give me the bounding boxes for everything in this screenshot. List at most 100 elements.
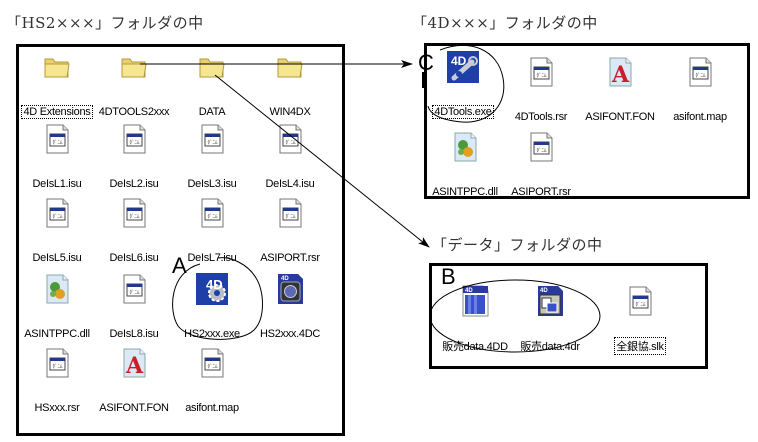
file-label: DeIsL5.isu	[32, 252, 82, 264]
file-label: HS2xxx.exe	[184, 328, 240, 340]
file-item[interactable]: ﾀﾞﾆﾑ ASIPORT.rsr	[496, 130, 586, 200]
4d-structure-icon: 4D	[273, 272, 307, 306]
document-icon: ﾀﾞﾆﾑ	[40, 122, 74, 156]
file-item[interactable]: ﾀﾞﾆﾑ asifont.map	[167, 346, 257, 416]
heading-data-folder: 「データ」フォルダの中	[432, 236, 603, 254]
file-item[interactable]: ﾀﾞﾆﾑ DeIsL6.isu	[89, 196, 179, 266]
font-icon: A	[603, 55, 637, 89]
file-label: 4DTOOLS2xxx	[98, 106, 170, 118]
file-item[interactable]: ﾀﾞﾆﾑ asifont.map	[655, 55, 745, 125]
4d-app-icon: 4D	[195, 272, 229, 306]
file-item[interactable]: DATA	[167, 50, 257, 120]
svg-text:ﾀﾞﾆﾑ: ﾀﾞﾆﾑ	[536, 72, 547, 79]
4d-tools-icon: 4D	[446, 50, 480, 84]
file-label: 販売data.4dr	[520, 341, 580, 353]
4d-data-icon: 4D	[458, 284, 492, 318]
file-label: DeIsL2.isu	[109, 178, 159, 190]
file-item[interactable]: ﾀﾞﾆﾑ DeIsL4.isu	[245, 122, 335, 192]
file-item[interactable]: ﾀﾞﾆﾑ HSxxx.rsr	[12, 346, 102, 416]
file-item[interactable]: 4D HS2xxx.4DC	[245, 272, 335, 342]
svg-text:ﾀﾞﾆﾑ: ﾀﾞﾆﾑ	[52, 213, 63, 220]
file-label: WIN4DX	[269, 106, 311, 118]
file-item[interactable]: ﾀﾞﾆﾑ DeIsL2.isu	[89, 122, 179, 192]
document-icon: ﾀﾞﾆﾑ	[195, 122, 229, 156]
file-item[interactable]: WIN4DX	[245, 50, 335, 120]
document-icon: ﾀﾞﾆﾑ	[195, 346, 229, 380]
file-item[interactable]: 4D HS2xxx.exe	[167, 272, 257, 342]
file-label: DeIsL7.isu	[187, 252, 237, 264]
svg-text:A: A	[611, 62, 630, 88]
document-icon: ﾀﾞﾆﾑ	[117, 122, 151, 156]
svg-text:ﾀﾞﾆﾑ: ﾀﾞﾆﾑ	[207, 363, 218, 370]
svg-text:ﾀﾞﾆﾑ: ﾀﾞﾆﾑ	[285, 139, 296, 146]
svg-text:ﾀﾞﾆﾑ: ﾀﾞﾆﾑ	[207, 213, 218, 220]
document-icon: ﾀﾞﾆﾑ	[273, 122, 307, 156]
file-label: 4D Extensions	[21, 105, 93, 119]
marker-c: C	[418, 50, 434, 75]
svg-text:ﾀﾞﾆﾑ: ﾀﾞﾆﾑ	[52, 139, 63, 146]
file-label: ASINTPPC.dll	[24, 328, 90, 340]
file-label: ASIFONT.FON	[585, 111, 655, 123]
4d-datafile-icon: 4D	[533, 284, 567, 318]
file-item[interactable]: ASINTPPC.dll	[420, 130, 510, 200]
file-label: ASIPORT.rsr	[511, 186, 571, 198]
font-icon: A	[117, 346, 151, 380]
file-label: DeIsL3.isu	[187, 178, 237, 190]
svg-text:ﾀﾞﾆﾑ: ﾀﾞﾆﾑ	[129, 139, 140, 146]
svg-text:ﾀﾞﾆﾑ: ﾀﾞﾆﾑ	[285, 213, 296, 220]
file-label: ASINTPPC.dll	[432, 186, 498, 198]
file-label: ASIPORT.rsr	[260, 252, 320, 264]
file-item[interactable]: ASINTPPC.dll	[12, 272, 102, 342]
document-icon: ﾀﾞﾆﾑ	[623, 284, 657, 318]
dll-icon	[40, 272, 74, 306]
marker-b: B	[441, 264, 456, 289]
file-label: DeIsL1.isu	[32, 178, 82, 190]
document-icon: ﾀﾞﾆﾑ	[273, 196, 307, 230]
file-item[interactable]: ﾀﾞﾆﾑ ASIPORT.rsr	[245, 196, 335, 266]
svg-text:4D: 4D	[465, 288, 473, 294]
svg-text:ﾀﾞﾆﾑ: ﾀﾞﾆﾑ	[129, 213, 140, 220]
document-icon: ﾀﾞﾆﾑ	[683, 55, 717, 89]
heading-4d-folder: 「4D×××」フォルダの中	[412, 14, 598, 32]
file-item[interactable]: A ASIFONT.FON	[575, 55, 665, 125]
file-item[interactable]: ﾀﾞﾆﾑ DeIsL1.isu	[12, 122, 102, 192]
file-item[interactable]: 4D 販売data.4dr	[505, 284, 595, 355]
svg-text:ﾀﾞﾆﾑ: ﾀﾞﾆﾑ	[207, 139, 218, 146]
file-label: DeIsL6.isu	[109, 252, 159, 264]
file-label: DeIsL4.isu	[265, 178, 315, 190]
file-item[interactable]: 4D Extensions	[12, 50, 102, 120]
file-label: 販売data.4DD	[442, 341, 508, 353]
svg-text:ﾀﾞﾆﾑ: ﾀﾞﾆﾑ	[695, 72, 706, 79]
svg-text:ﾀﾞﾆﾑ: ﾀﾞﾆﾑ	[52, 363, 63, 370]
file-label: HS2xxx.4DC	[260, 328, 320, 340]
dll-icon	[448, 130, 482, 164]
folder-icon	[195, 50, 229, 84]
svg-text:ﾀﾞﾆﾑ: ﾀﾞﾆﾑ	[536, 147, 547, 154]
document-icon: ﾀﾞﾆﾑ	[40, 196, 74, 230]
document-icon: ﾀﾞﾆﾑ	[524, 55, 558, 89]
file-item[interactable]: ﾀﾞﾆﾑ DeIsL5.isu	[12, 196, 102, 266]
file-label: asifont.map	[185, 402, 239, 414]
svg-text:ﾀﾞﾆﾑ: ﾀﾞﾆﾑ	[129, 289, 140, 296]
heading-hs2-folder: 「HS2×××」フォルダの中	[6, 14, 204, 32]
file-item[interactable]: 4DTOOLS2xxx	[89, 50, 179, 120]
file-item[interactable]: A ASIFONT.FON	[89, 346, 179, 416]
file-label: 全銀協.slk	[614, 337, 666, 355]
svg-text:4D: 4D	[206, 277, 223, 292]
document-icon: ﾀﾞﾆﾑ	[117, 272, 151, 306]
file-label: 4DTools.exe	[432, 105, 494, 119]
svg-text:4D: 4D	[281, 276, 289, 282]
svg-text:ﾀﾞﾆﾑ: ﾀﾞﾆﾑ	[635, 301, 646, 308]
file-label: ASIFONT.FON	[99, 402, 169, 414]
folder-icon	[273, 50, 307, 84]
file-item[interactable]: ﾀﾞﾆﾑ 全銀協.slk	[595, 284, 685, 355]
marker-a: A	[172, 253, 187, 278]
file-label: asifont.map	[673, 111, 727, 123]
file-label: DATA	[198, 106, 226, 118]
document-icon: ﾀﾞﾆﾑ	[117, 196, 151, 230]
folder-icon	[117, 50, 151, 84]
file-item[interactable]: ﾀﾞﾆﾑ DeIsL3.isu	[167, 122, 257, 192]
file-label: HSxxx.rsr	[34, 402, 80, 414]
